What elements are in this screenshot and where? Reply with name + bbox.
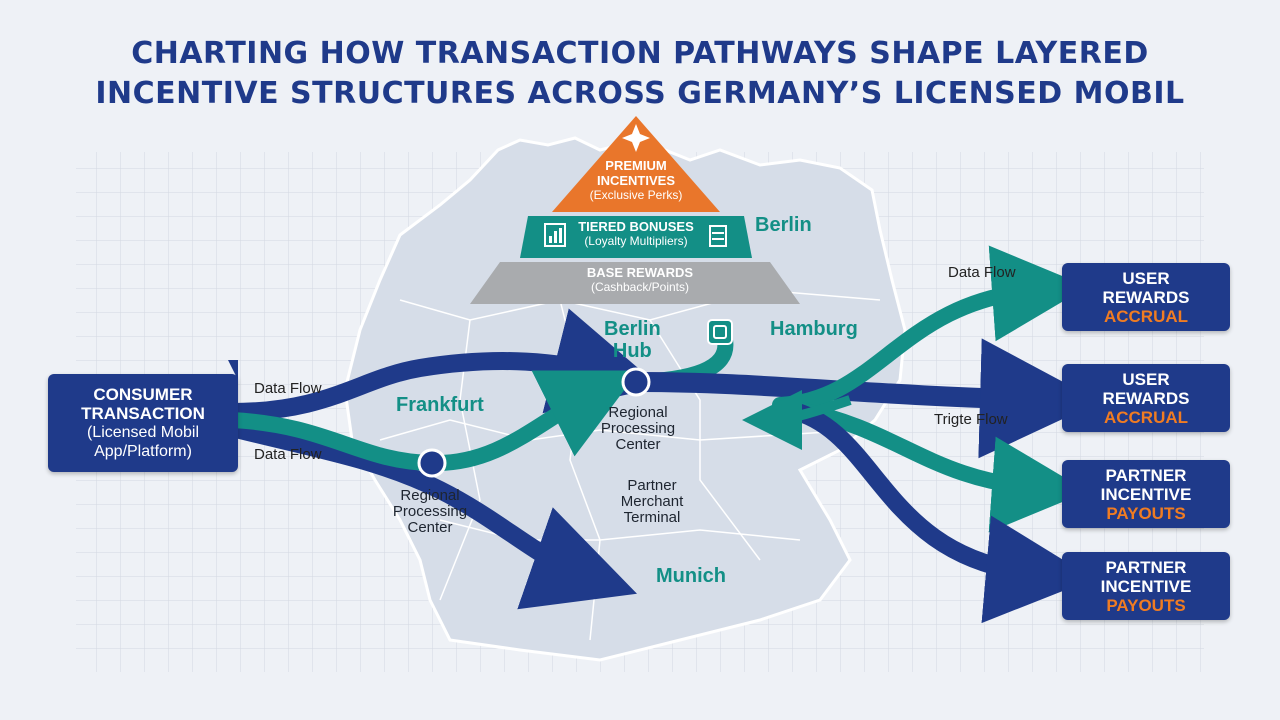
data-flow-label-upper: Data Flow (254, 380, 322, 397)
flow-teal-up (772, 245, 1088, 413)
city-hamburg: Hamburg (770, 318, 858, 340)
regional-processing-center-label: Regional Processing Center (600, 404, 676, 453)
partner-incentive-payouts-box: PARTNER INCENTIVE PAYOUTS (1062, 552, 1230, 620)
trigte-flow-label: Trigte Flow (934, 411, 1008, 428)
base-rewards-label: BASE REWARDS (Cashback/Points) (586, 265, 694, 294)
server-icon (709, 225, 727, 247)
title-line-2: INCENTIVE STRUCTURES ACROSS GERMANY’S LI… (95, 76, 1185, 111)
city-munich: Munich (656, 565, 726, 587)
city-berlin: Berlin (755, 214, 812, 236)
user-rewards-accrual-box: USER REWARDS ACCRUAL (1062, 263, 1230, 331)
city-frankfurt: Frankfurt (396, 394, 484, 416)
pyramid-tiered-tier (520, 216, 752, 258)
title-line-1: CHARTING HOW TRANSACTION PATHWAYS SHAPE … (131, 36, 1149, 71)
flow-teal-return-arrow (742, 389, 852, 450)
tiered-bonuses-label: TIERED BONUSES (Loyalty Multipliers) (578, 219, 694, 248)
flow-upper-navy (223, 308, 661, 421)
hub-node-west (417, 448, 447, 478)
partner-merchant-terminal-label: Partner Merchant Terminal (620, 477, 684, 526)
flow-navy-down (781, 401, 1094, 624)
data-flow-label-lower: Data Flow (254, 446, 322, 463)
pyramid-premium-tier (552, 116, 720, 212)
city-berlin-hub: Berlin Hub (604, 318, 661, 362)
user-rewards-accrual-box: USER REWARDS ACCRUAL (1062, 364, 1230, 432)
flow-lower-navy (223, 419, 637, 610)
premium-incentives-label: PREMIUM INCENTIVES (Exclusive Perks) (589, 158, 683, 202)
consumer-transaction-box: CONSUMER TRANSACTION (Licensed Mobil App… (48, 374, 238, 472)
bar-chart-icon (544, 223, 566, 247)
flow-main-navy (630, 338, 1100, 459)
page-title: CHARTING HOW TRANSACTION PATHWAYS SHAPE … (0, 34, 1280, 114)
terminal-icon (707, 319, 733, 345)
hub-node-center (621, 367, 651, 397)
sparkle-icon (622, 124, 650, 152)
regional-processing-center-west-label: Regional Processing Center (392, 487, 468, 536)
partner-incentive-payouts-box: PARTNER INCENTIVE PAYOUTS (1062, 460, 1230, 528)
pyramid-base-tier (470, 262, 800, 304)
data-flow-label-right: Data Flow (948, 264, 1016, 281)
flow-teal-down (792, 402, 1088, 533)
